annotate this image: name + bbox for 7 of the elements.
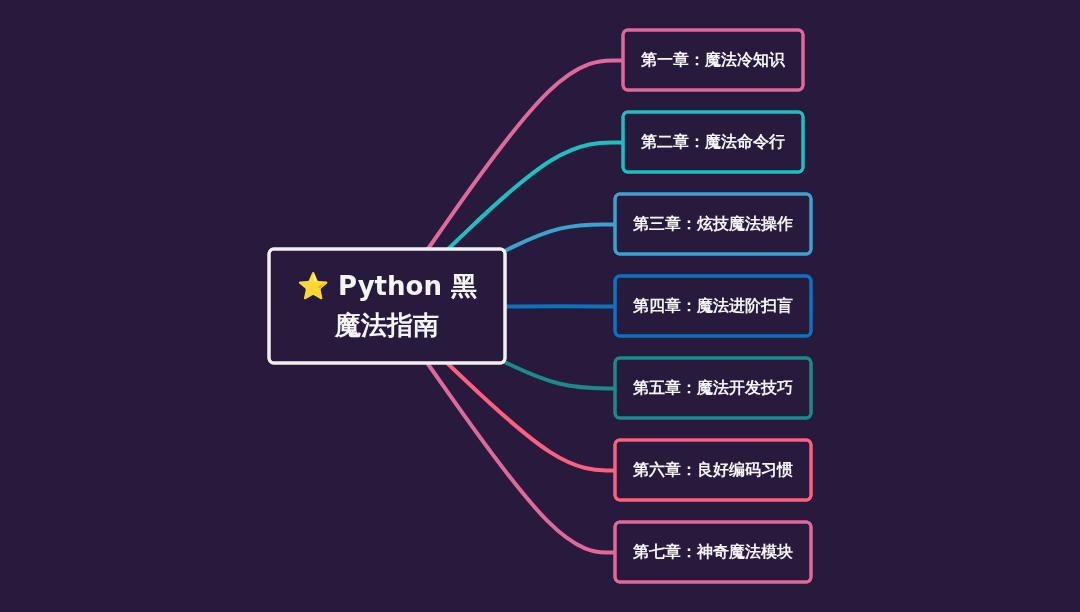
connector <box>446 362 616 473</box>
connector <box>425 362 616 555</box>
connector <box>505 304 616 309</box>
connector <box>503 222 616 253</box>
connector <box>503 360 616 391</box>
connector <box>425 58 624 251</box>
connector <box>446 140 624 251</box>
